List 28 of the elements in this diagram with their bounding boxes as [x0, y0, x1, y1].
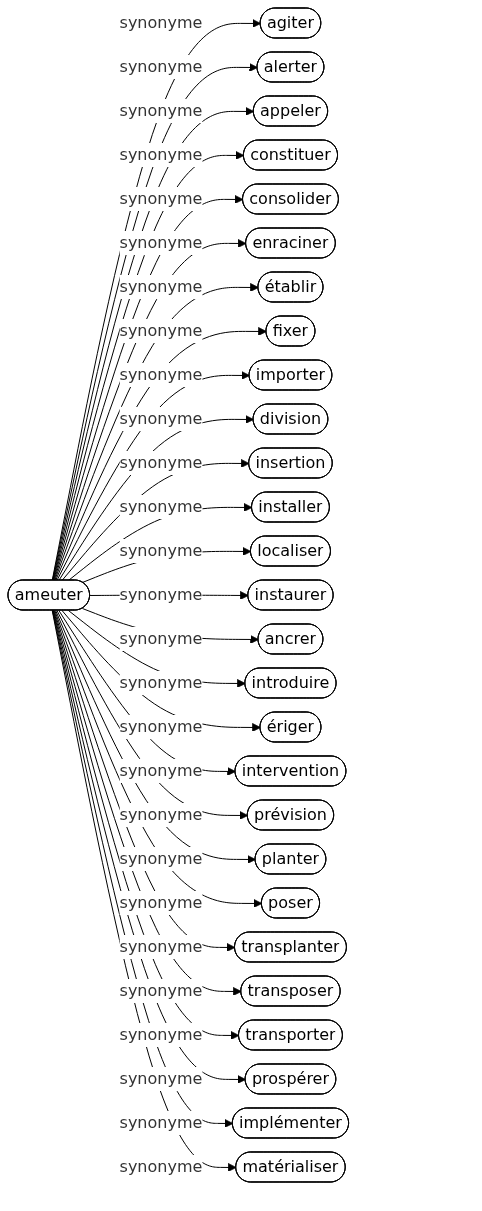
edge-label: synonyme: [119, 541, 203, 560]
edge-label: synonyme: [119, 497, 203, 516]
edge-label: synonyme: [119, 233, 203, 252]
edge-label: synonyme: [119, 1113, 203, 1132]
edge-label: synonyme: [119, 365, 203, 384]
edge-label: synonyme: [119, 937, 203, 956]
edge-label: synonyme: [119, 673, 203, 692]
edge-label: synonyme: [119, 145, 203, 164]
arrow: [67, 610, 246, 688]
edge-label: synonyme: [119, 629, 203, 648]
edge-label: synonyme: [119, 13, 203, 32]
edge-label: synonyme: [119, 101, 203, 120]
edge-label: synonyme: [119, 585, 203, 604]
edge-label: synonyme: [119, 409, 203, 428]
edge-label: synonyme: [119, 1025, 203, 1044]
edge-label: synonyme: [119, 893, 203, 912]
edge-label: synonyme: [119, 981, 203, 1000]
edge-label: synonyme: [119, 189, 203, 208]
edge-label: synonyme: [119, 717, 203, 736]
edge-label: synonyme: [119, 1157, 203, 1176]
edge-label: synonyme: [119, 57, 203, 76]
edge-label: synonyme: [119, 761, 203, 780]
edge-label: synonyme: [119, 277, 203, 296]
edge-label: synonyme: [119, 321, 203, 340]
edge-label: synonyme: [119, 849, 203, 868]
edge-label: synonyme: [119, 1069, 203, 1088]
edge-label: synonyme: [119, 805, 203, 824]
edge-label: synonyme: [119, 453, 203, 472]
